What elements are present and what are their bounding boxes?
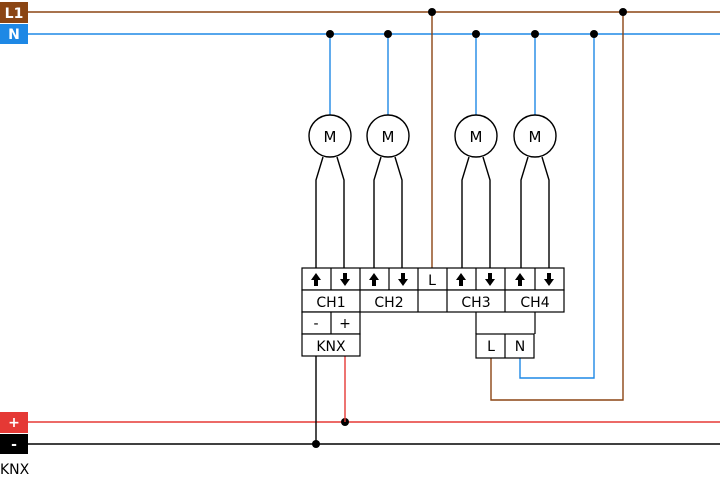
ch4-up-arrow-icon <box>515 273 525 286</box>
motor-3: M <box>454 114 498 158</box>
neutral-drops <box>329 34 595 379</box>
supply-l-label: L <box>487 339 495 355</box>
ch4-label: CH4 <box>520 295 549 311</box>
knx-minus-terminal: - <box>313 316 318 332</box>
ch3-up-arrow-icon <box>456 273 466 286</box>
ch1-down-arrow-icon <box>340 273 350 286</box>
rails <box>28 11 720 445</box>
supply-connectors <box>475 312 536 334</box>
junction-dots <box>312 8 627 448</box>
line-wires <box>431 12 624 401</box>
knx-bus-label: KNX <box>0 462 30 478</box>
motor-2: M <box>366 114 410 158</box>
ch3-label: CH3 <box>461 295 490 311</box>
terminal-block <box>301 267 565 359</box>
motor-1: M <box>308 114 352 158</box>
supply-n-label: N <box>515 339 525 355</box>
motor-3-label: M <box>470 128 483 146</box>
ch1-label: CH1 <box>316 295 345 311</box>
motor-wires <box>315 156 550 268</box>
ch2-up-arrow-icon <box>369 273 379 286</box>
n-label: N <box>8 27 20 43</box>
ch1-up-arrow-icon <box>311 273 321 286</box>
l-terminal-label: L <box>428 273 436 289</box>
plus-label: + <box>8 415 20 431</box>
terminal-labels: L CH1 CH2 CH3 CH4 - + KNX L N <box>313 273 549 355</box>
motor-1-label: M <box>324 128 337 146</box>
minus-label: - <box>11 437 17 453</box>
ch2-down-arrow-icon <box>398 273 408 286</box>
l1-label: L1 <box>5 6 24 22</box>
motor-2-label: M <box>382 128 395 146</box>
motors: M M M M <box>308 114 557 158</box>
motor-4: M <box>513 114 557 158</box>
rail-labels: L1 N + - KNX <box>0 2 30 478</box>
ch3-down-arrow-icon <box>485 273 495 286</box>
ch4-down-arrow-icon <box>544 273 554 286</box>
ch2-label: CH2 <box>374 295 403 311</box>
knx-wires <box>315 356 346 444</box>
motor-4-label: M <box>529 128 542 146</box>
knx-terminal-label: KNX <box>316 339 346 355</box>
knx-plus-terminal: + <box>339 316 351 332</box>
arrow-icons <box>311 273 554 286</box>
